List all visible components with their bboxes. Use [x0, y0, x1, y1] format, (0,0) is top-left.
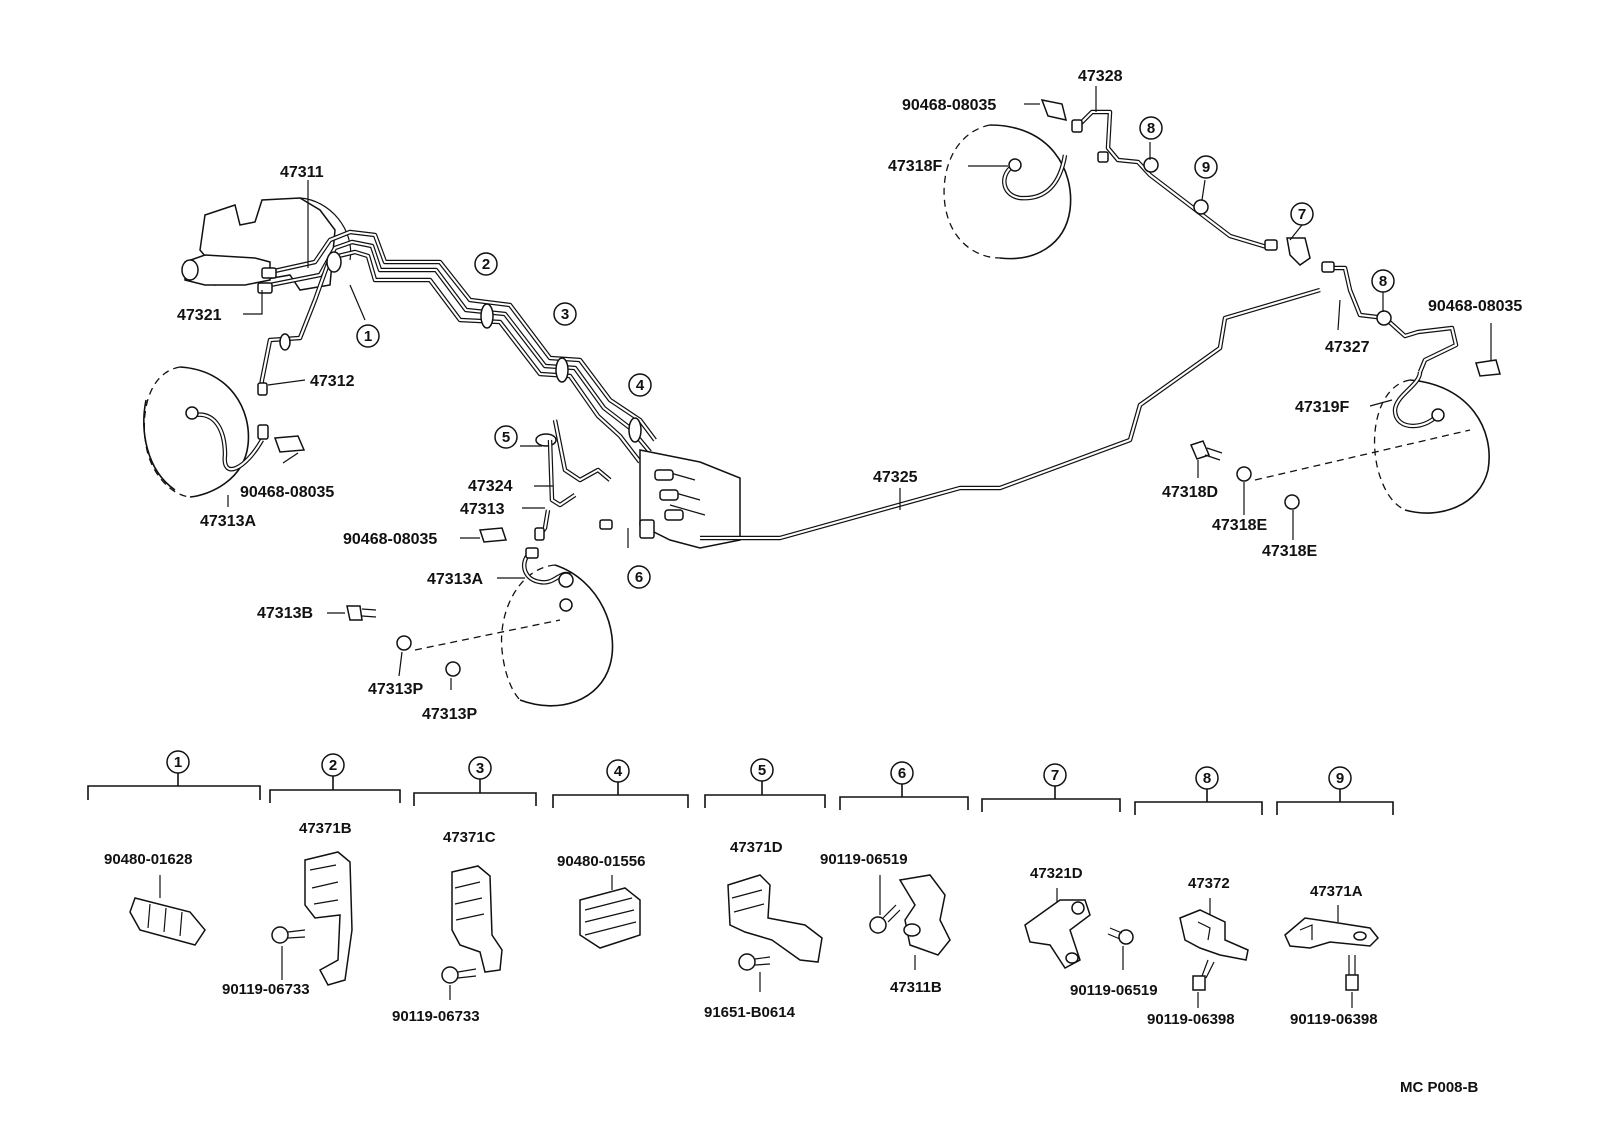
label-90468-08035-b: 90468-08035 — [343, 531, 437, 548]
group-2-number: 2 — [329, 757, 337, 774]
marker-9: 9 — [1202, 159, 1210, 176]
bracket-icon — [1286, 237, 1311, 266]
marker-8b: 8 — [1379, 273, 1387, 290]
bracket-icon — [898, 874, 951, 956]
label-47313p-a: 47313P — [368, 681, 423, 698]
label-47321: 47321 — [177, 307, 222, 324]
marker-5: 5 — [502, 429, 510, 446]
label-47318d: 47318D — [1162, 484, 1218, 501]
bolt-icon — [441, 966, 477, 984]
bracket-icon — [1284, 917, 1380, 949]
bolt-icon — [1107, 927, 1134, 945]
group-5-part-2: 91651-B0614 — [704, 1004, 796, 1021]
bolt-icon — [738, 953, 771, 971]
clip-icon — [579, 887, 641, 949]
label-47311: 47311 — [280, 164, 324, 181]
bolt-icon — [346, 605, 377, 621]
marker-2: 2 — [482, 256, 490, 273]
label-47313: 47313 — [460, 501, 505, 518]
group-9-part-1: 47371A — [1310, 883, 1363, 900]
label-47324: 47324 — [468, 478, 513, 495]
group-1-number: 1 — [174, 754, 182, 771]
marker-1: 1 — [364, 328, 372, 345]
bolt-icon — [869, 904, 901, 934]
label-90468-08035-d: 90468-08035 — [1428, 298, 1522, 315]
washer-icon — [445, 661, 461, 677]
bracket-icon — [727, 874, 823, 963]
label-47319f: 47319F — [1295, 399, 1349, 416]
group-8-number: 8 — [1203, 770, 1211, 787]
group-9-part-2: 90119-06398 — [1290, 1011, 1378, 1028]
label-47327: 47327 — [1325, 339, 1370, 356]
washer-icon — [1284, 494, 1300, 510]
label-47313a-a: 47313A — [200, 513, 256, 530]
group-8-part-1: 47372 — [1188, 875, 1230, 892]
marker-6: 6 — [635, 569, 643, 586]
bracket-icon — [304, 851, 353, 986]
label-90468-08035-c: 90468-08035 — [902, 97, 996, 114]
group-5-number: 5 — [758, 762, 766, 779]
marker-3: 3 — [561, 306, 569, 323]
bolt-icon — [1192, 959, 1215, 991]
brake-tube-icon — [257, 229, 657, 464]
label-90468-08035-a: 90468-08035 — [240, 484, 334, 501]
group-3-part-1: 47371C — [443, 829, 496, 846]
label-47313a-b: 47313A — [427, 571, 483, 588]
clip-icon — [478, 527, 508, 543]
abs-actuator-icon — [639, 449, 741, 549]
bolt-icon — [1189, 440, 1223, 461]
group-6-number: 6 — [898, 765, 906, 782]
group-4-part-1: 90480-01556 — [557, 853, 645, 870]
bracket-icon — [1024, 899, 1091, 969]
marker-7: 7 — [1298, 206, 1306, 223]
label-47325: 47325 — [873, 469, 918, 486]
brake-tube-icon — [1071, 109, 1278, 251]
group-4-number: 4 — [614, 763, 623, 780]
label-47318f: 47318F — [888, 158, 942, 175]
group-7-number: 7 — [1051, 767, 1059, 784]
brake-disc-icon — [1373, 371, 1490, 514]
marker-circles: 1 2 3 4 5 6 7 8 9 8 — [356, 116, 1395, 589]
group-1-part-1: 90480-01628 — [104, 851, 192, 868]
washer-icon — [1236, 466, 1252, 482]
group-3-part-2: 90119-06733 — [392, 1008, 480, 1025]
clip-icon — [273, 435, 306, 453]
label-47318e-a: 47318E — [1212, 517, 1267, 534]
brake-disc-icon — [500, 547, 614, 707]
group-2-part-1: 47371B — [299, 820, 352, 837]
group-2-part-2: 90119-06733 — [222, 981, 310, 998]
group-6-part-1: 90119-06519 — [820, 851, 908, 868]
brake-tube-icon — [1321, 261, 1459, 373]
group-7-part-1: 47321D — [1030, 865, 1083, 882]
group-6-part-2: 47311B — [890, 979, 942, 996]
label-47313p-b: 47313P — [422, 706, 477, 723]
drawing-code: MC P008-B — [1400, 1079, 1479, 1096]
washer-icon — [396, 635, 412, 651]
label-47313b: 47313B — [257, 605, 313, 622]
label-47312: 47312 — [310, 373, 355, 390]
label-47328: 47328 — [1078, 68, 1123, 85]
group-legend: 1 90480-01628 2 47371B 90119-06733 3 473… — [87, 750, 1394, 1028]
label-47318e-b: 47318E — [1262, 543, 1317, 560]
bracket-icon — [451, 865, 503, 973]
brake-tube-icon — [700, 287, 1321, 541]
group-7-part-2: 90119-06519 — [1070, 982, 1158, 999]
group-9-number: 9 — [1336, 770, 1344, 787]
bolt-icon — [1345, 955, 1359, 991]
bracket-icon — [1179, 909, 1249, 961]
brake-disc-icon — [943, 124, 1072, 260]
group-5-part-1: 47371D — [730, 839, 783, 856]
group-3-number: 3 — [476, 760, 484, 777]
brake-disc-icon — [143, 366, 269, 498]
clip-icon — [1475, 359, 1501, 377]
bolt-icon — [271, 926, 306, 944]
clip-icon — [129, 897, 206, 946]
marker-8a: 8 — [1147, 120, 1155, 137]
group-8-part-2: 90119-06398 — [1147, 1011, 1235, 1028]
clip-icon — [1040, 98, 1068, 121]
marker-4: 4 — [636, 377, 645, 394]
